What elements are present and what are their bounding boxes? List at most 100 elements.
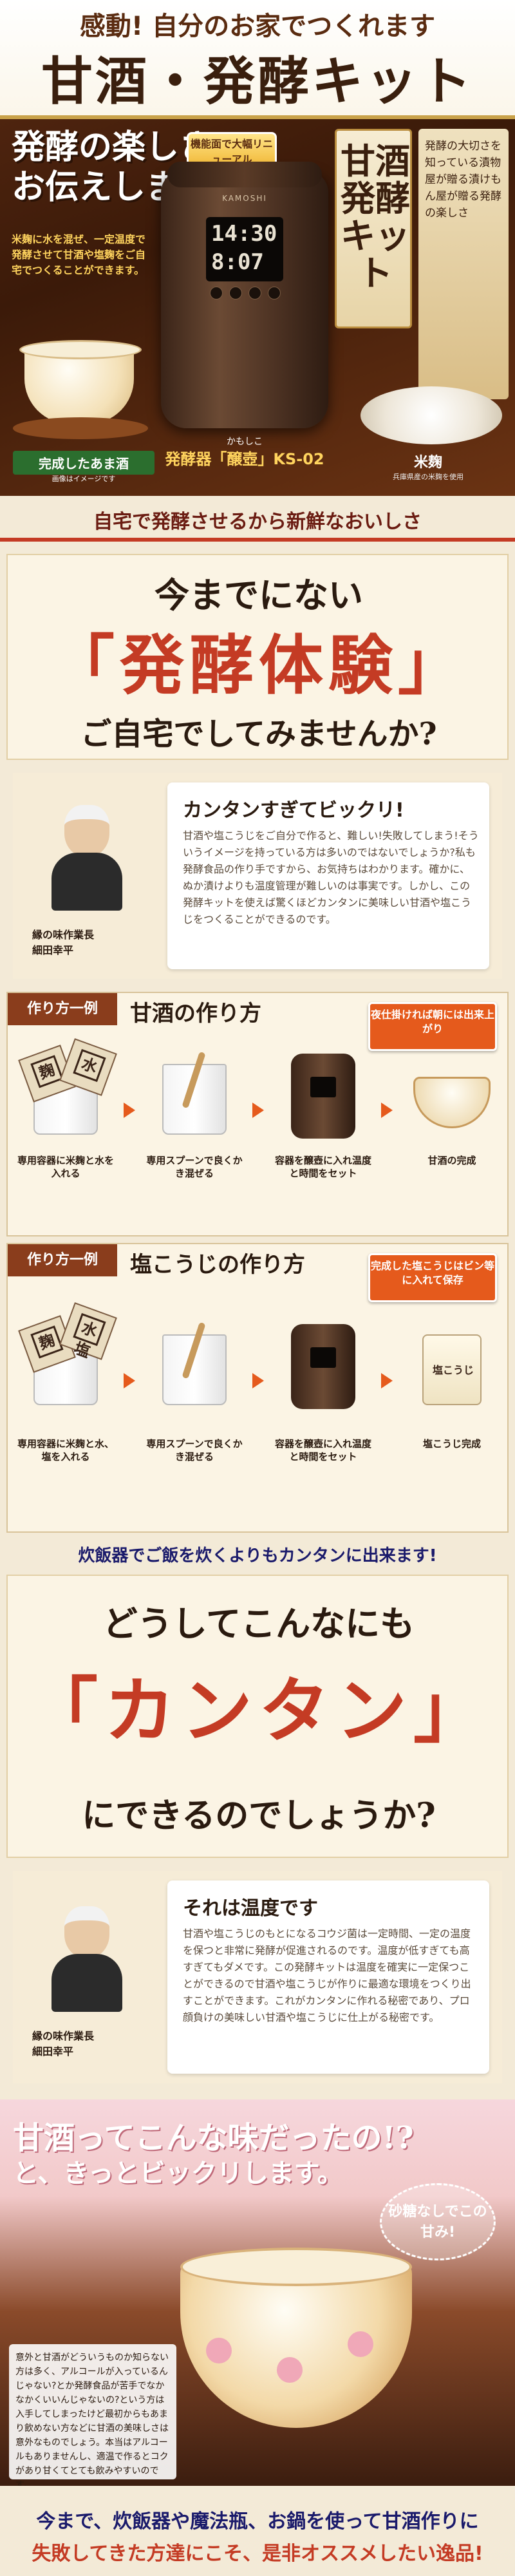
step-3-image	[278, 1321, 368, 1412]
hero-banner: 感動! 自分のお家でつくれます 甘酒・発酵キット 発酵の楽しさ お伝えします 米…	[0, 0, 515, 496]
divider	[0, 538, 515, 542]
step-4-caption: 甘酒の完成	[427, 1155, 476, 1166]
rice-label: 米麹	[413, 455, 442, 471]
panel1-line-1: 今までにない	[154, 574, 363, 616]
steps-head-2: 作り方一例 塩こうじの作り方	[8, 1244, 510, 1278]
kit-description: 発酵の大切さを知っている漬物屋が贈る漬けもん屋が贈る発酵の楽しさ	[418, 129, 509, 399]
arrow-icon	[381, 1103, 393, 1118]
info-card-title-2: それは温度です	[183, 1897, 318, 1920]
step-1-caption: 専用容器に米麹と水を入れる	[17, 1155, 114, 1179]
kit-vertical-plate: 甘酒発酵キット	[335, 129, 412, 328]
device-brand: KAMOSHI	[222, 194, 267, 203]
subheadline: 自宅で発酵させるから新鮮なおいしさ	[93, 511, 422, 533]
info-card-title-1: カンタンすぎてビックリ!	[183, 799, 404, 822]
shiokoji-steps: 作り方一例 塩こうじの作り方 完成した塩こうじはビン等に入れて保存 麹 水塩 塩…	[6, 1243, 509, 1533]
steps-tag-2: 作り方一例	[8, 1244, 117, 1276]
jar-label: 塩こうじ	[432, 1364, 474, 1376]
hero-cup-image	[180, 2241, 412, 2447]
staff-name: 細田幸平	[32, 944, 74, 956]
final-line-1: 今まで、炊飯器や魔法瓶、お鍋を使って甘酒作りに	[36, 2510, 479, 2533]
hero-note: 意外と甘酒がどういうものか知らない方は多く、アルコールが入っているんじゃない?と…	[9, 2344, 176, 2486]
fermenter-device-image: KAMOSHI 14:30 8:07	[161, 162, 328, 428]
shiokoji-jar-icon: 塩こうじ	[422, 1334, 482, 1405]
koji-bag-label: 麹	[30, 1325, 64, 1359]
info-card-body-1: 甘酒や塩こうじをご自分で作ると、難しい!失敗してしまう!そういうイメージを持って…	[183, 829, 479, 925]
petal-icon	[206, 2338, 232, 2363]
staff-name: 細田幸平	[32, 2045, 74, 2058]
arrow-icon	[124, 1373, 135, 1388]
step-4-image	[407, 1051, 497, 1141]
steps-title-1: 甘酒の作り方	[130, 1001, 261, 1027]
staff-title: 縁の味作業長	[32, 929, 95, 941]
info-card-1: カンタンすぎてビックリ! 甘酒や塩こうじをご自分で作ると、難しい!失敗してしまう…	[167, 782, 489, 969]
hero-line-2: と、きっとビックリします。	[13, 2158, 343, 2188]
petal-icon	[348, 2331, 373, 2357]
rice-koji-image	[360, 386, 502, 444]
staff-photo-2	[39, 1906, 135, 2022]
step-4-caption: 塩こうじ完成	[422, 1438, 481, 1450]
final-line-2: 失敗してきた方達にこそ、是非オススメしたい逸品!	[32, 2543, 483, 2565]
device-digit-1: 14:30	[211, 221, 277, 247]
hero-bubble: 砂糖なしでこの甘み!	[380, 2183, 496, 2260]
step-1-image: 麹 水塩	[18, 1302, 117, 1412]
saucer	[13, 417, 148, 439]
panel1-line-2: 「発酵体験」	[50, 627, 467, 703]
taste-hero: 甘酒ってこんな味だったの!? と、きっとビックリします。 砂糖なしでこの甘み! …	[0, 2099, 515, 2486]
petal-icon	[277, 2357, 303, 2383]
panel1-line-3: ご自宅でしてみませんか?	[80, 716, 437, 752]
step-3-caption: 容器を醸壺に入れ温度と時間をセット	[274, 1438, 371, 1463]
step-3-image	[278, 1051, 368, 1141]
panel2-line-2: 「カンタン」	[27, 1669, 491, 1752]
step-4-image: 塩こうじ	[407, 1321, 497, 1412]
steps-tag-1: 作り方一例	[8, 993, 117, 1025]
step-1-caption: 専用容器に米麹と水、塩を入れる	[17, 1438, 114, 1463]
staff-name-1: 縁の味作業長 細田幸平	[32, 927, 148, 958]
step-2-image	[149, 1051, 239, 1141]
step-3-caption: 容器を醸壺に入れ温度と時間をセット	[274, 1155, 371, 1179]
steps-badge-2: 完成した塩こうじはビン等に入れて保存	[368, 1253, 497, 1302]
hero-line-1: 甘酒ってこんな味だったの!?	[13, 2120, 414, 2156]
hero-rim	[180, 2248, 412, 2286]
arrow-icon	[252, 1103, 264, 1118]
staff-body	[52, 853, 122, 911]
rice-note: 兵庫県産の米麹を使用	[393, 473, 464, 481]
banner-subtext: 米麹に水を混ぜ、一定温度で発酵させて甘酒や塩麹をご自宅でつくることができます。	[12, 233, 146, 276]
fermenter-icon	[291, 1324, 355, 1409]
device-model: 発酵器「醸壺」KS-02	[165, 450, 324, 468]
amazake-bowl-icon	[413, 1077, 491, 1128]
info-card-body-2: 甘酒や塩こうじのもとになるコウジ菌は一定時間、一定の温度を保つと非常に発酵が促進…	[183, 1927, 471, 2023]
staff-title: 縁の味作業長	[32, 2030, 95, 2042]
step-2-image	[149, 1321, 239, 1412]
arrow-icon	[381, 1373, 393, 1388]
device-name: かもしこ	[227, 437, 263, 447]
kit-vertical-title: 甘酒発酵キット	[341, 140, 410, 294]
amazake-steps: 作り方一例 甘酒の作り方 夜仕掛ければ朝には出来上がり 麹 水 専用容器に米麹と…	[6, 992, 509, 1236]
step-2-caption: 専用スプーンで良くかき混ぜる	[146, 1438, 243, 1463]
cup-rim	[19, 340, 142, 359]
staff-body	[52, 1954, 122, 2012]
arrow-icon	[124, 1103, 135, 1118]
arrow-icon	[252, 1373, 264, 1388]
device-digit-2: 8:07	[211, 249, 264, 275]
banner-header	[0, 0, 515, 119]
cup	[24, 346, 134, 424]
cup-note: 画像はイメージです	[52, 475, 116, 483]
panel2-line-3: にできるのでしょうか?	[82, 1796, 436, 1835]
device-screen	[206, 217, 283, 281]
steps-badge-1: 夜仕掛ければ朝には出来上がり	[368, 1002, 497, 1051]
panel2-line-1: どうしてこんなにも	[102, 1603, 415, 1644]
staff-head	[64, 1906, 109, 1958]
device-buttons	[210, 287, 281, 301]
amazake-cup-image	[13, 335, 148, 444]
why-easy-panel: どうしてこんなにも 「カンタン」 にできるのでしょうか?	[6, 1575, 509, 1858]
koji-bag-label: 麹	[30, 1055, 64, 1088]
step-2-caption: 専用スプーンで良くかき混ぜる	[146, 1155, 243, 1179]
headline-big: 甘酒・発酵キット	[41, 51, 474, 111]
cup-caption: 完成したあま酒	[13, 451, 154, 475]
experience-panel: 今までにない 「発酵体験」 ご自宅でしてみませんか?	[6, 554, 509, 760]
steps-title-2: 塩こうじの作り方	[130, 1252, 305, 1278]
fermenter-icon	[291, 1054, 355, 1139]
step-1-image: 麹 水	[18, 1038, 117, 1141]
device-lid	[167, 162, 322, 187]
